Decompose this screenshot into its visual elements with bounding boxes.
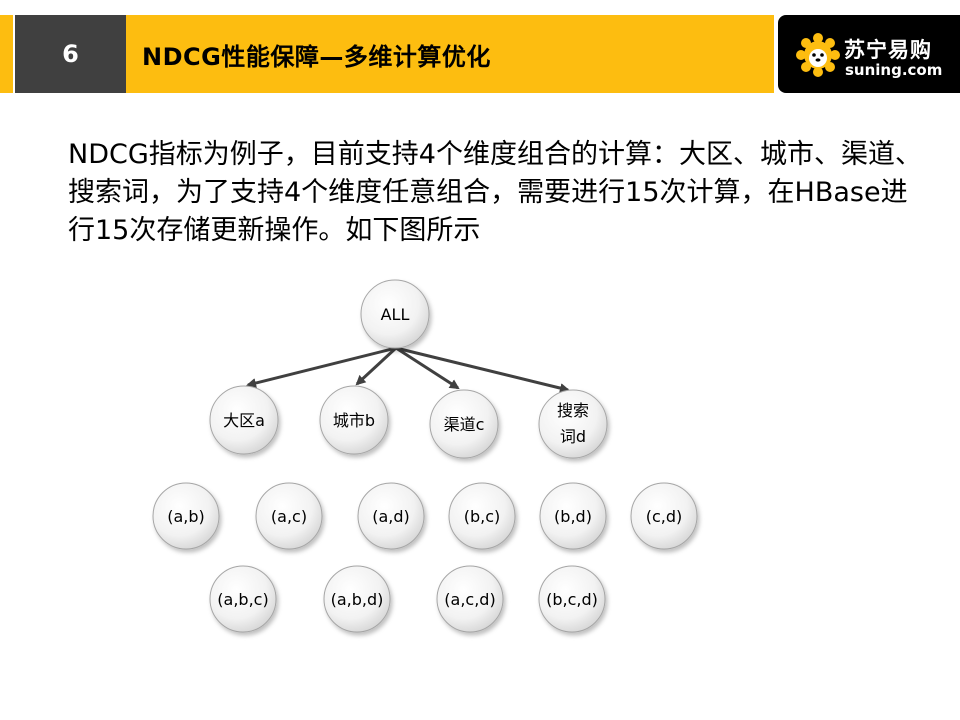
node-circle	[436, 565, 504, 633]
node-circle	[538, 565, 606, 633]
node-pair-cd: (c,d)	[630, 482, 698, 550]
node-root-all: ALL	[360, 279, 430, 349]
node-circle	[448, 482, 516, 550]
node-circle	[360, 279, 430, 349]
node-label-line-1: 搜索	[557, 401, 589, 420]
node-pair-ad: (a,d)	[357, 482, 425, 550]
node-circle	[319, 385, 389, 455]
node-label: (b,d)	[554, 507, 592, 526]
edge-all-to-a	[246, 346, 397, 388]
node-circle	[152, 482, 220, 550]
node-circle	[255, 482, 323, 550]
node-pair-ac: (a,c)	[255, 482, 323, 550]
node-circle	[538, 389, 608, 459]
node-circle	[630, 482, 698, 550]
suning-logo: 苏宁易购 suning.com	[778, 15, 960, 93]
logo-chinese-name: 苏宁易购	[844, 38, 932, 62]
node-label: ALL	[381, 305, 410, 324]
edge-all-to-c	[395, 346, 460, 390]
node-triple-bcd: (b,c,d)	[538, 565, 606, 633]
node-label: (a,b,d)	[331, 590, 384, 609]
logo-english-name: suning.com	[845, 61, 943, 79]
title-bar: NDCG性能保障—多维计算优化	[126, 15, 774, 93]
node-pair-ab: (a,b)	[152, 482, 220, 550]
section-number-box: 6	[15, 15, 126, 93]
node-label: 大区a	[223, 411, 265, 430]
section-number: 6	[62, 40, 79, 68]
node-label: (b,c)	[464, 507, 501, 526]
node-dimension-b: 城市b	[319, 385, 389, 455]
node-circle	[539, 482, 607, 550]
node-dimension-c: 渠道c	[429, 389, 499, 459]
node-triple-abc: (a,b,c)	[209, 565, 277, 633]
node-label: 渠道c	[444, 415, 485, 434]
node-dimension-a: 大区a	[209, 385, 279, 455]
node-circle	[357, 482, 425, 550]
node-label: (a,c,d)	[444, 590, 495, 609]
lion-logo-icon	[796, 33, 840, 77]
node-triple-acd: (a,c,d)	[436, 565, 504, 633]
node-dimension-d: 搜索 词d	[538, 389, 608, 459]
edge-all-to-b	[355, 346, 398, 386]
node-label: (b,c,d)	[546, 590, 598, 609]
node-label: (a,b)	[167, 507, 205, 526]
description-text: NDCG指标为例子，目前支持4个维度组合的计算：大区、城市、渠道、搜索词，为了支…	[68, 139, 922, 246]
node-circle	[429, 389, 499, 459]
node-label: (a,b,c)	[217, 590, 268, 609]
node-pair-bc: (b,c)	[448, 482, 516, 550]
slide-title: NDCG性能保障—多维计算优化	[142, 42, 491, 71]
node-label: (a,d)	[372, 507, 410, 526]
node-circle	[209, 385, 279, 455]
node-circle	[209, 565, 277, 633]
node-label: (c,d)	[646, 507, 683, 526]
node-pair-bd: (b,d)	[539, 482, 607, 550]
node-label-line-2: 词d	[560, 427, 586, 446]
left-accent-bar	[0, 15, 13, 93]
node-label: (a,c)	[271, 507, 307, 526]
node-label: 城市b	[333, 411, 375, 430]
edge-all-to-d	[395, 346, 570, 393]
node-circle	[323, 565, 391, 633]
node-triple-abd: (a,b,d)	[323, 565, 391, 633]
